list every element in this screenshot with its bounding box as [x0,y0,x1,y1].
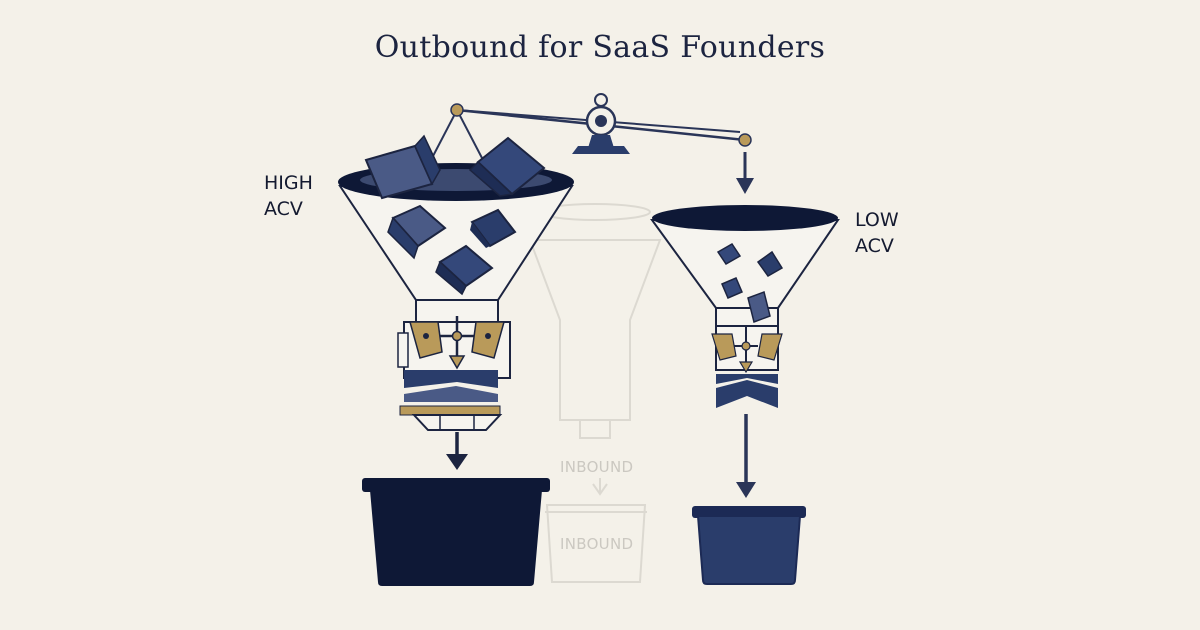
cube-icon [716,243,742,265]
ghost-inbound-funnel-label: INBOUND [560,458,634,476]
arrow-down-icon [446,432,468,470]
cube-icon [747,291,771,323]
cube-icon [721,277,743,299]
high-acv-label-line1: HIGH [264,172,313,194]
low-acv-label-line1: LOW [855,209,899,231]
balance-scale-icon [431,93,752,159]
ghost-inbound-funnel [528,203,662,583]
bucket-icon [692,506,806,585]
arrow-down-icon [736,152,754,194]
ghost-inbound-bucket-label: INBOUND [560,535,634,553]
page-title: Outbound for SaaS Founders [374,30,826,65]
cube-icon [387,204,447,260]
cube-icon [470,208,517,248]
high-acv-label: HIGH ACV [264,170,313,222]
sorting-gear-icon [711,325,783,408]
high-acv-funnel [338,134,574,586]
cube-icon [756,250,784,277]
bucket-icon [362,478,550,586]
low-acv-label: LOW ACV [855,207,899,259]
cube-icon [435,244,494,296]
cube-icon [364,134,441,200]
low-acv-funnel [650,205,840,585]
sorting-gear-icon [397,316,511,431]
arrow-down-icon [736,414,756,498]
cube-icon [468,136,546,197]
high-acv-label-line2: ACV [264,198,303,220]
low-acv-label-line2: ACV [855,235,894,257]
